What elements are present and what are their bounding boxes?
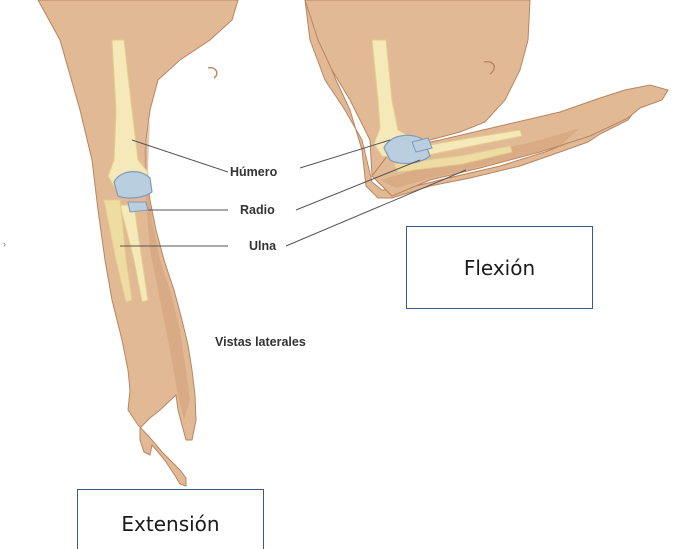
flexion-label: Flexión <box>464 256 535 280</box>
extended-radial-head <box>128 202 148 212</box>
flexed-arm <box>305 0 668 198</box>
extended-elbow-crease <box>208 68 217 78</box>
extended-arm <box>38 0 238 486</box>
flexion-label-box: Flexión <box>406 226 593 309</box>
extension-label: Extensión <box>121 512 219 536</box>
extension-label-box: Extensión <box>77 489 264 549</box>
label-humero: Húmero <box>230 165 278 179</box>
label-radio: Radio <box>240 203 275 217</box>
label-vistas-laterales: Vistas laterales <box>215 335 306 349</box>
left-edge-marker: › <box>3 239 6 249</box>
label-ulna: Ulna <box>249 239 277 253</box>
extended-joint-cartilage <box>114 172 152 198</box>
